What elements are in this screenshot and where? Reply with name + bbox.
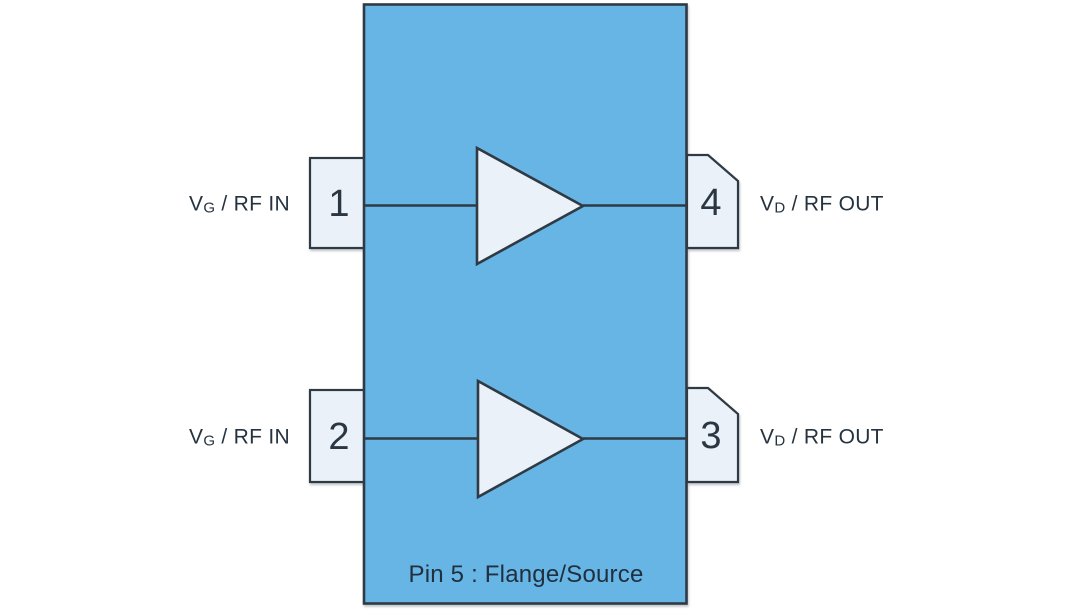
pin1-label: VG / RF IN: [189, 192, 291, 217]
pin1-pad: [308, 156, 369, 250]
pin4-label-subscript: D: [774, 199, 786, 217]
amplifier-1-icon: [475, 145, 586, 267]
pin3-label: VD / RF OUT: [760, 425, 884, 450]
pin2-label: VG / RF IN: [189, 425, 291, 450]
amplifier-2-icon: [476, 378, 586, 500]
pin1-number: 1: [328, 183, 350, 225]
pin2-pad: [308, 388, 369, 484]
pin3-label-rest: / RF OUT: [785, 425, 884, 449]
pin1-label-prefix: V: [189, 192, 204, 216]
pin2-number: 2: [328, 416, 350, 458]
pin3-label-subscript: D: [774, 432, 786, 450]
pin2-label-prefix: V: [189, 425, 204, 449]
pin1-label-rest: / RF IN: [215, 192, 291, 216]
pin2-label-subscript: G: [203, 432, 216, 450]
pin3-number: 3: [700, 415, 722, 457]
pin3-label-prefix: V: [760, 425, 775, 449]
pin4-label: VD / RF OUT: [760, 192, 884, 217]
package-body: [362, 3, 688, 605]
pin4-number: 4: [700, 182, 722, 224]
pin4-label-prefix: V: [760, 192, 775, 216]
pin2-label-rest: / RF IN: [215, 425, 291, 449]
pin1-label-subscript: G: [203, 199, 216, 217]
pin4-label-rest: / RF OUT: [785, 192, 884, 216]
pin5-flange-note: Pin 5 : Flange/Source: [408, 561, 644, 588]
